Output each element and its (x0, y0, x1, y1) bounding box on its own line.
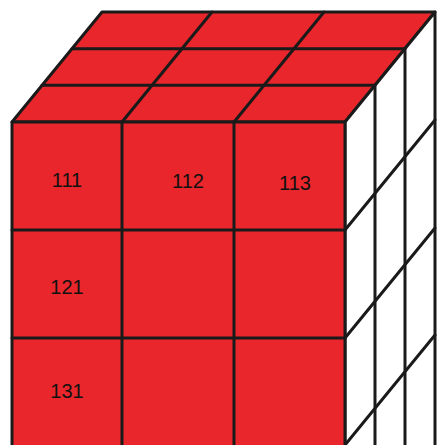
grid-line (42, 84, 375, 87)
grid-line (72, 47, 405, 50)
cell-number: 131 (50, 381, 83, 401)
grid-line (12, 229, 345, 232)
cell-number: 112 (172, 171, 204, 191)
grid-line (404, 49, 407, 445)
grid-line (374, 85, 377, 445)
grid-line (345, 335, 435, 445)
cell-number: 111 (52, 170, 82, 190)
front-face (12, 122, 345, 445)
grid-line (345, 228, 435, 338)
grid-line (234, 12, 324, 122)
grid-line (345, 120, 435, 230)
grid-line (122, 12, 212, 122)
cell-number: 121 (50, 277, 83, 297)
right-face (345, 12, 435, 445)
grid-line (233, 122, 236, 445)
grid-line (121, 122, 124, 445)
grid-line (12, 337, 345, 340)
cell-number: 113 (279, 173, 311, 193)
